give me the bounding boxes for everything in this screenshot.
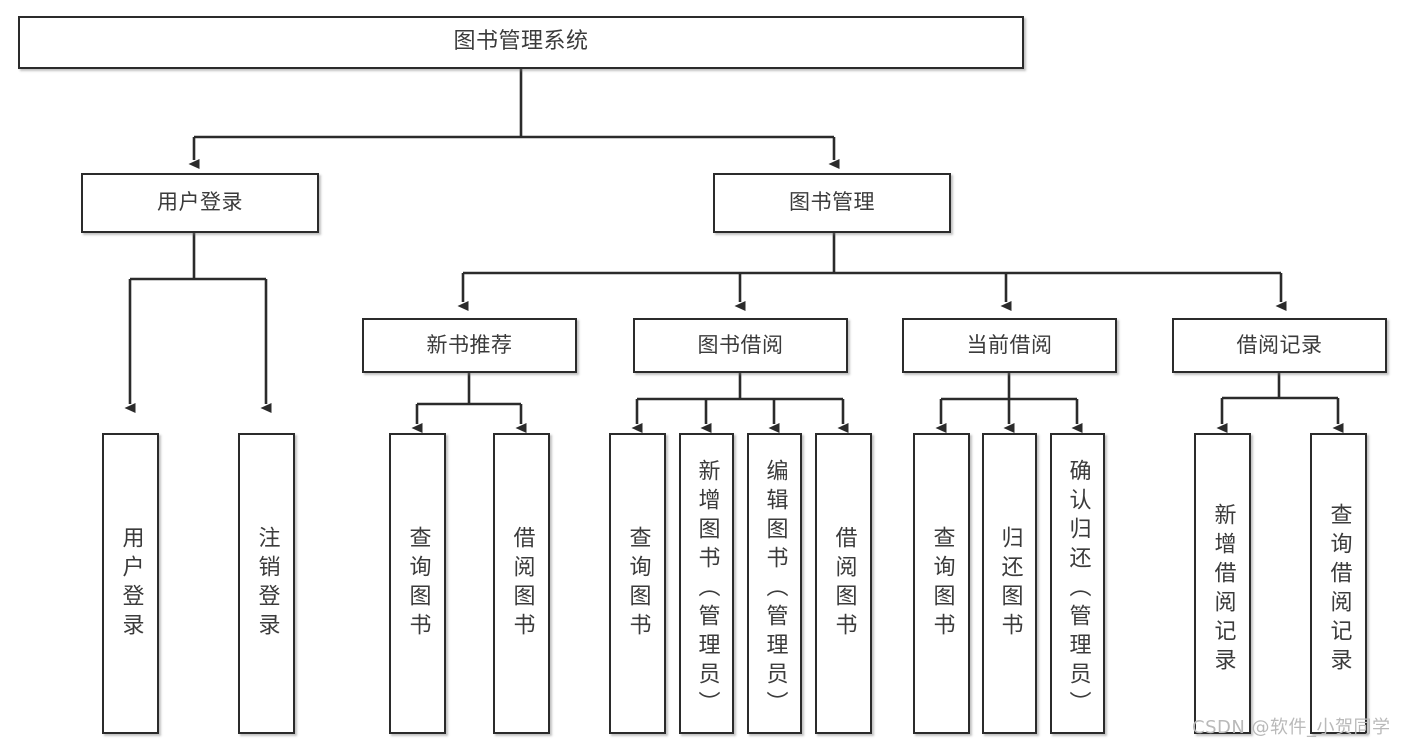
node-current-borrow[interactable]: 当前借阅 <box>902 318 1117 373</box>
node-user-login[interactable]: 用户登录 <box>81 173 319 233</box>
node-leaf-add-book[interactable]: 新增图书（管理员） <box>679 433 734 734</box>
node-leaf-add-book-label: 新增图书（管理员） <box>694 459 720 720</box>
node-leaf-query-book-2-label: 查询图书 <box>625 525 651 642</box>
node-leaf-confirm-return-label: 确认归还（管理员） <box>1065 459 1091 720</box>
watermark: CSDN @软件_小贺同学 <box>1192 717 1391 738</box>
node-book-manage[interactable]: 图书管理 <box>713 173 951 233</box>
node-borrow-record[interactable]: 借阅记录 <box>1172 318 1387 373</box>
node-borrow-record-label: 借阅记录 <box>1236 332 1323 357</box>
node-leaf-borrow-book-2-label: 借阅图书 <box>831 525 857 642</box>
node-leaf-query-book-2[interactable]: 查询图书 <box>609 433 666 734</box>
node-new-book-recommend[interactable]: 新书推荐 <box>362 318 577 373</box>
node-leaf-borrow-book-1-label: 借阅图书 <box>509 525 535 642</box>
node-leaf-add-record-label: 新增借阅记录 <box>1210 502 1236 677</box>
node-leaf-query-book-1-label: 查询图书 <box>405 525 431 642</box>
node-leaf-query-book-3[interactable]: 查询图书 <box>913 433 970 734</box>
node-leaf-logout-login-label: 注销登录 <box>254 525 280 642</box>
node-leaf-query-record[interactable]: 查询借阅记录 <box>1310 433 1367 734</box>
node-book-borrow[interactable]: 图书借阅 <box>633 318 848 373</box>
node-new-book-recommend-label: 新书推荐 <box>426 332 513 357</box>
node-leaf-edit-book[interactable]: 编辑图书（管理员） <box>747 433 802 734</box>
node-leaf-return-book[interactable]: 归还图书 <box>982 433 1037 734</box>
node-root[interactable]: 图书管理系统 <box>18 16 1024 69</box>
node-leaf-borrow-book-1[interactable]: 借阅图书 <box>493 433 550 734</box>
node-book-borrow-label: 图书借阅 <box>697 332 784 357</box>
node-leaf-query-record-label: 查询借阅记录 <box>1326 502 1352 677</box>
node-leaf-edit-book-label: 编辑图书（管理员） <box>762 459 788 720</box>
node-root-label: 图书管理系统 <box>453 29 589 55</box>
node-leaf-return-book-label: 归还图书 <box>997 525 1023 642</box>
node-leaf-user-login-label: 用户登录 <box>118 525 144 642</box>
node-leaf-logout-login[interactable]: 注销登录 <box>238 433 295 734</box>
node-leaf-query-book-1[interactable]: 查询图书 <box>389 433 446 734</box>
node-leaf-borrow-book-2[interactable]: 借阅图书 <box>815 433 872 734</box>
node-leaf-query-book-3-label: 查询图书 <box>929 525 955 642</box>
node-leaf-user-login[interactable]: 用户登录 <box>102 433 159 734</box>
node-leaf-add-record[interactable]: 新增借阅记录 <box>1194 433 1251 734</box>
node-current-borrow-label: 当前借阅 <box>966 332 1053 357</box>
node-leaf-confirm-return[interactable]: 确认归还（管理员） <box>1050 433 1105 734</box>
node-user-login-label: 用户登录 <box>157 190 243 215</box>
node-book-manage-label: 图书管理 <box>789 190 875 215</box>
